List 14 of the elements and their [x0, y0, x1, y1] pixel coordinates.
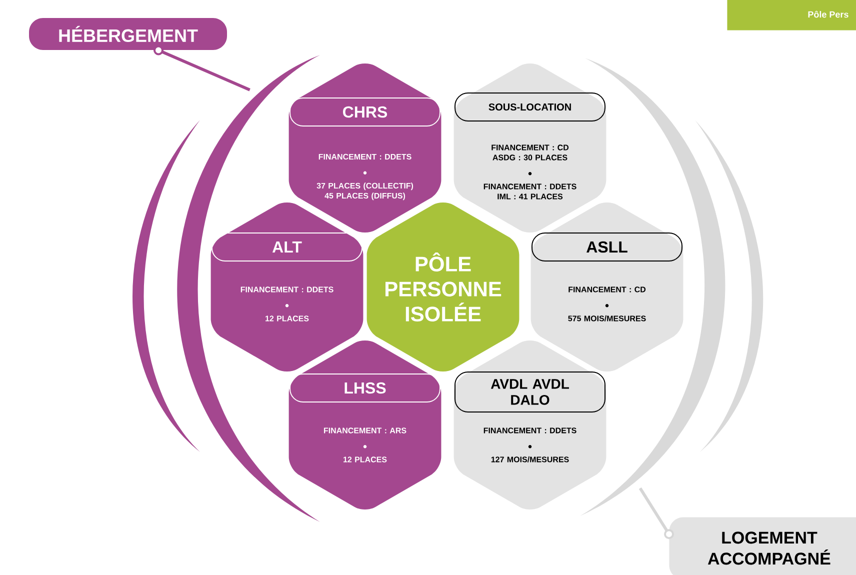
title-pill: CHRS — [290, 98, 440, 126]
title-pill: ASLL — [532, 232, 682, 262]
center-hexagon: PÔLE PERSONNE ISOLÉE — [366, 202, 520, 372]
bracket-arc — [695, 120, 764, 452]
title-pill: SOUS-LOCATION — [454, 92, 606, 122]
title-pill: HÉBERGEMENT — [29, 18, 227, 50]
bracket-arc — [132, 120, 200, 452]
title-pill: AVDL AVDL DALO — [454, 372, 606, 412]
leader-line — [638, 487, 674, 540]
title-pill: ALT — [212, 232, 362, 262]
header-tab: Pôle Pers — [727, 0, 856, 30]
leader-line — [153, 45, 250, 92]
title-pill: LOGEMENT ACCOMPAGNÉ — [669, 517, 856, 575]
title-pill: LHSS — [290, 374, 440, 402]
